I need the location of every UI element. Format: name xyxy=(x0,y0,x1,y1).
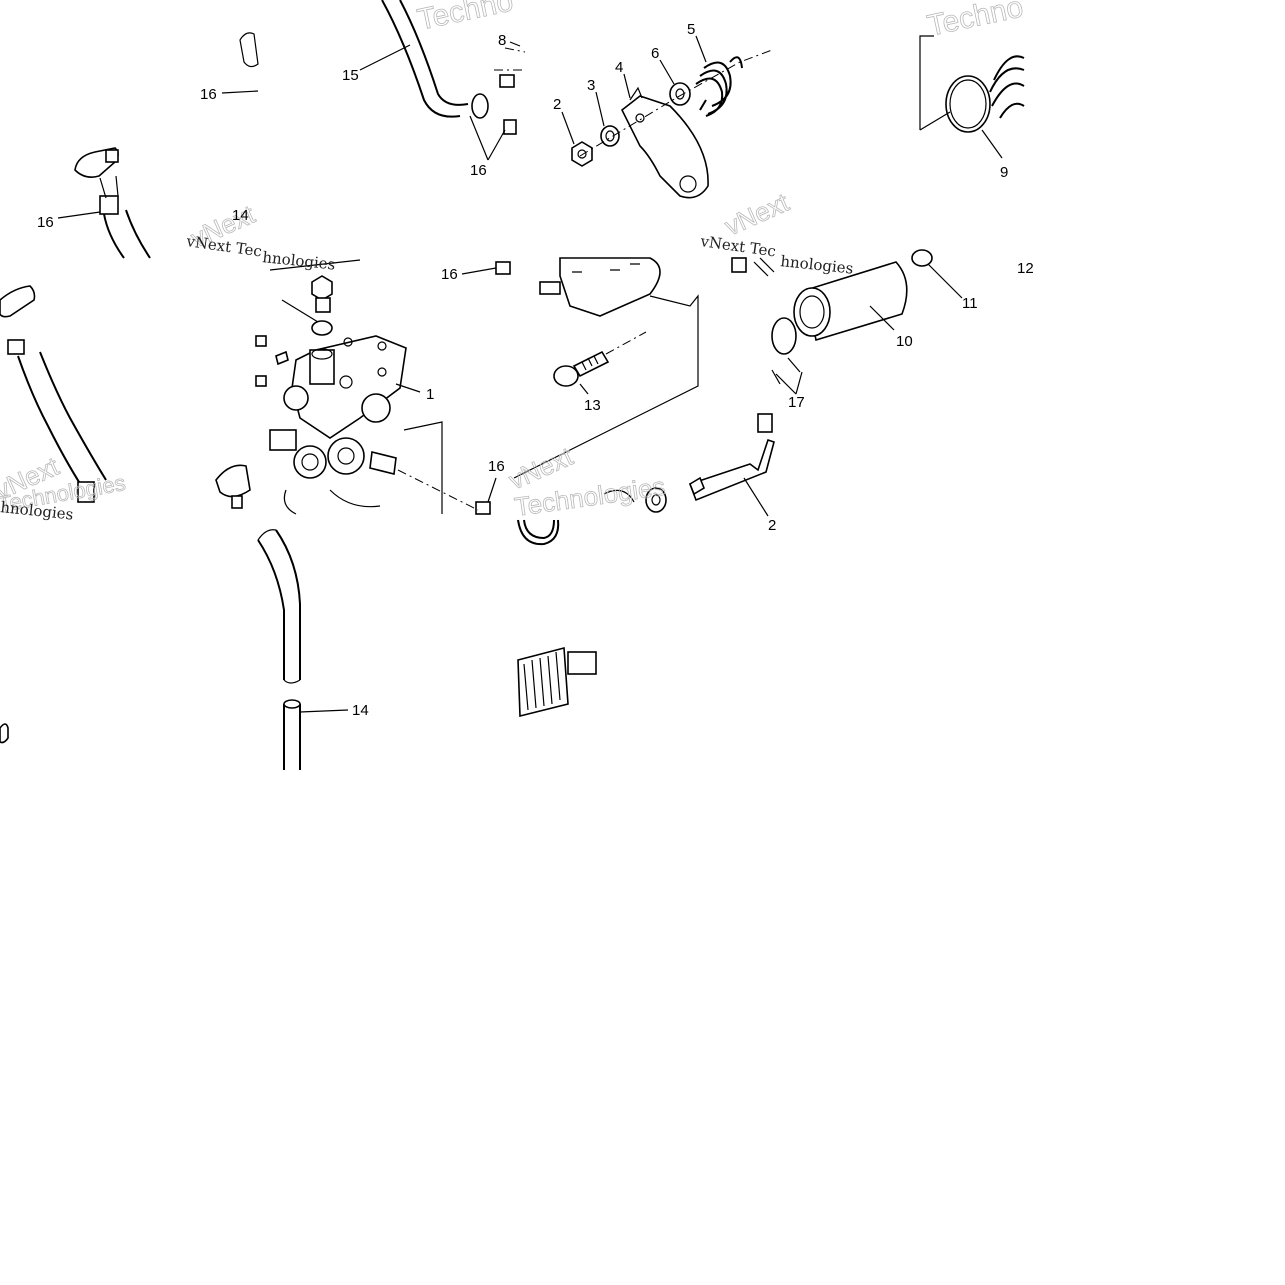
callout-13: 13 xyxy=(584,397,601,414)
tile-mid-left xyxy=(0,285,107,503)
bushing-10 xyxy=(793,261,908,342)
watermark-vnext-2: vNext xyxy=(720,187,794,242)
tile-bottom xyxy=(0,529,597,770)
leader-line-9b xyxy=(919,111,951,131)
tile-oil-pump xyxy=(215,259,497,515)
callout-layer: 16 15 8 16 2 3 4 6 5 9 16 14 16 1 13 11 … xyxy=(37,21,1034,719)
tile-bushing xyxy=(731,249,963,395)
small-fitting xyxy=(0,723,9,744)
watermark-vnext-tec-1: vNext Tec xyxy=(184,232,263,261)
washer-3 xyxy=(600,125,620,147)
callout-16d: 16 xyxy=(441,266,458,283)
ring-11 xyxy=(911,249,933,267)
callout-15: 15 xyxy=(342,67,359,84)
callout-9: 9 xyxy=(1000,164,1008,181)
hose-14-upper xyxy=(257,529,301,680)
callout-10: 10 xyxy=(896,333,913,350)
leader-line-2b xyxy=(743,477,769,517)
leader-line-10 xyxy=(869,305,895,331)
leader-line-16b-2 xyxy=(487,129,506,161)
coil-spring xyxy=(989,55,1025,119)
bolt-top xyxy=(311,275,333,336)
hose-15 xyxy=(381,0,469,118)
callout-5: 5 xyxy=(687,21,695,38)
elbow-fitting xyxy=(74,147,119,215)
centerline xyxy=(494,47,526,71)
washer-6 xyxy=(669,82,691,106)
frame-line-right xyxy=(403,421,443,514)
ring-17 xyxy=(771,317,801,385)
leader-line-9 xyxy=(981,129,1003,159)
callout-16e: 16 xyxy=(488,458,505,475)
o-ring-9 xyxy=(945,75,991,133)
leader-line-8 xyxy=(509,41,521,47)
callout-14b: 14 xyxy=(352,702,369,719)
callout-16b: 16 xyxy=(470,162,487,179)
callout-1: 1 xyxy=(426,386,434,403)
tile-top-left xyxy=(57,32,259,259)
callout-16a: 16 xyxy=(200,86,217,103)
screw-axis xyxy=(605,331,647,355)
callout-14a: 14 xyxy=(232,207,249,224)
watermark-techno-2: Techno xyxy=(925,0,1026,43)
watermark-hnologies-1: hnologies xyxy=(780,252,855,278)
leader-line-16d xyxy=(461,267,497,275)
leader-line-15 xyxy=(359,44,411,71)
watermark-vnext-tec-2: vNext Tec xyxy=(698,232,777,261)
cover-plate xyxy=(559,257,661,317)
leader-line-16c xyxy=(57,211,101,219)
pump-axis xyxy=(397,469,479,511)
leader-line-top xyxy=(281,299,319,323)
callout-2b: 2 xyxy=(768,517,776,534)
callout-8: 8 xyxy=(498,32,506,49)
callout-17: 17 xyxy=(788,394,805,411)
elbow-fitting-2 xyxy=(0,285,36,318)
hose-14-lower xyxy=(283,704,301,770)
tile-ring-9 xyxy=(919,35,1025,159)
frame-line xyxy=(919,35,934,130)
callout-11: 11 xyxy=(962,295,978,312)
leader-line-14b xyxy=(299,709,349,713)
leader-line-17 xyxy=(775,371,803,395)
frame-line-top xyxy=(269,259,361,271)
callout-2a: 2 xyxy=(553,96,561,113)
pump-body-1 xyxy=(269,335,407,515)
shaft-2 xyxy=(645,413,775,513)
leader-line-16b-1 xyxy=(469,115,489,161)
frame-line-cover xyxy=(513,294,699,479)
clamp-16d xyxy=(495,261,511,275)
hose-stub xyxy=(517,519,560,546)
leader-line-5 xyxy=(695,35,707,63)
callout-4: 4 xyxy=(615,59,623,76)
fitting-top xyxy=(731,257,747,273)
drive-gear xyxy=(517,646,597,718)
callout-12: 12 xyxy=(1017,260,1034,277)
tile-lever-assembly xyxy=(561,35,773,199)
leader-line-16a xyxy=(221,90,259,94)
callout-3: 3 xyxy=(587,77,595,94)
leader-line-13 xyxy=(579,383,589,395)
screw-13 xyxy=(553,350,610,387)
leader-line-3 xyxy=(595,91,605,127)
hose-curve xyxy=(17,351,107,497)
fitting-outline xyxy=(239,32,259,68)
callout-6: 6 xyxy=(651,45,659,62)
leader-line-11 xyxy=(927,263,963,299)
hose-segment xyxy=(103,209,151,259)
leader-line-1 xyxy=(395,383,421,393)
spring-5 xyxy=(695,56,743,117)
tile-cover xyxy=(461,257,775,546)
callout-16c: 16 xyxy=(37,214,54,231)
nut-2 xyxy=(571,141,593,167)
leader-line-2a xyxy=(561,111,575,145)
leader-line-4 xyxy=(623,73,631,99)
lever-4 xyxy=(620,86,709,199)
tile-top-center xyxy=(359,0,526,161)
leader-line-6 xyxy=(659,59,675,85)
